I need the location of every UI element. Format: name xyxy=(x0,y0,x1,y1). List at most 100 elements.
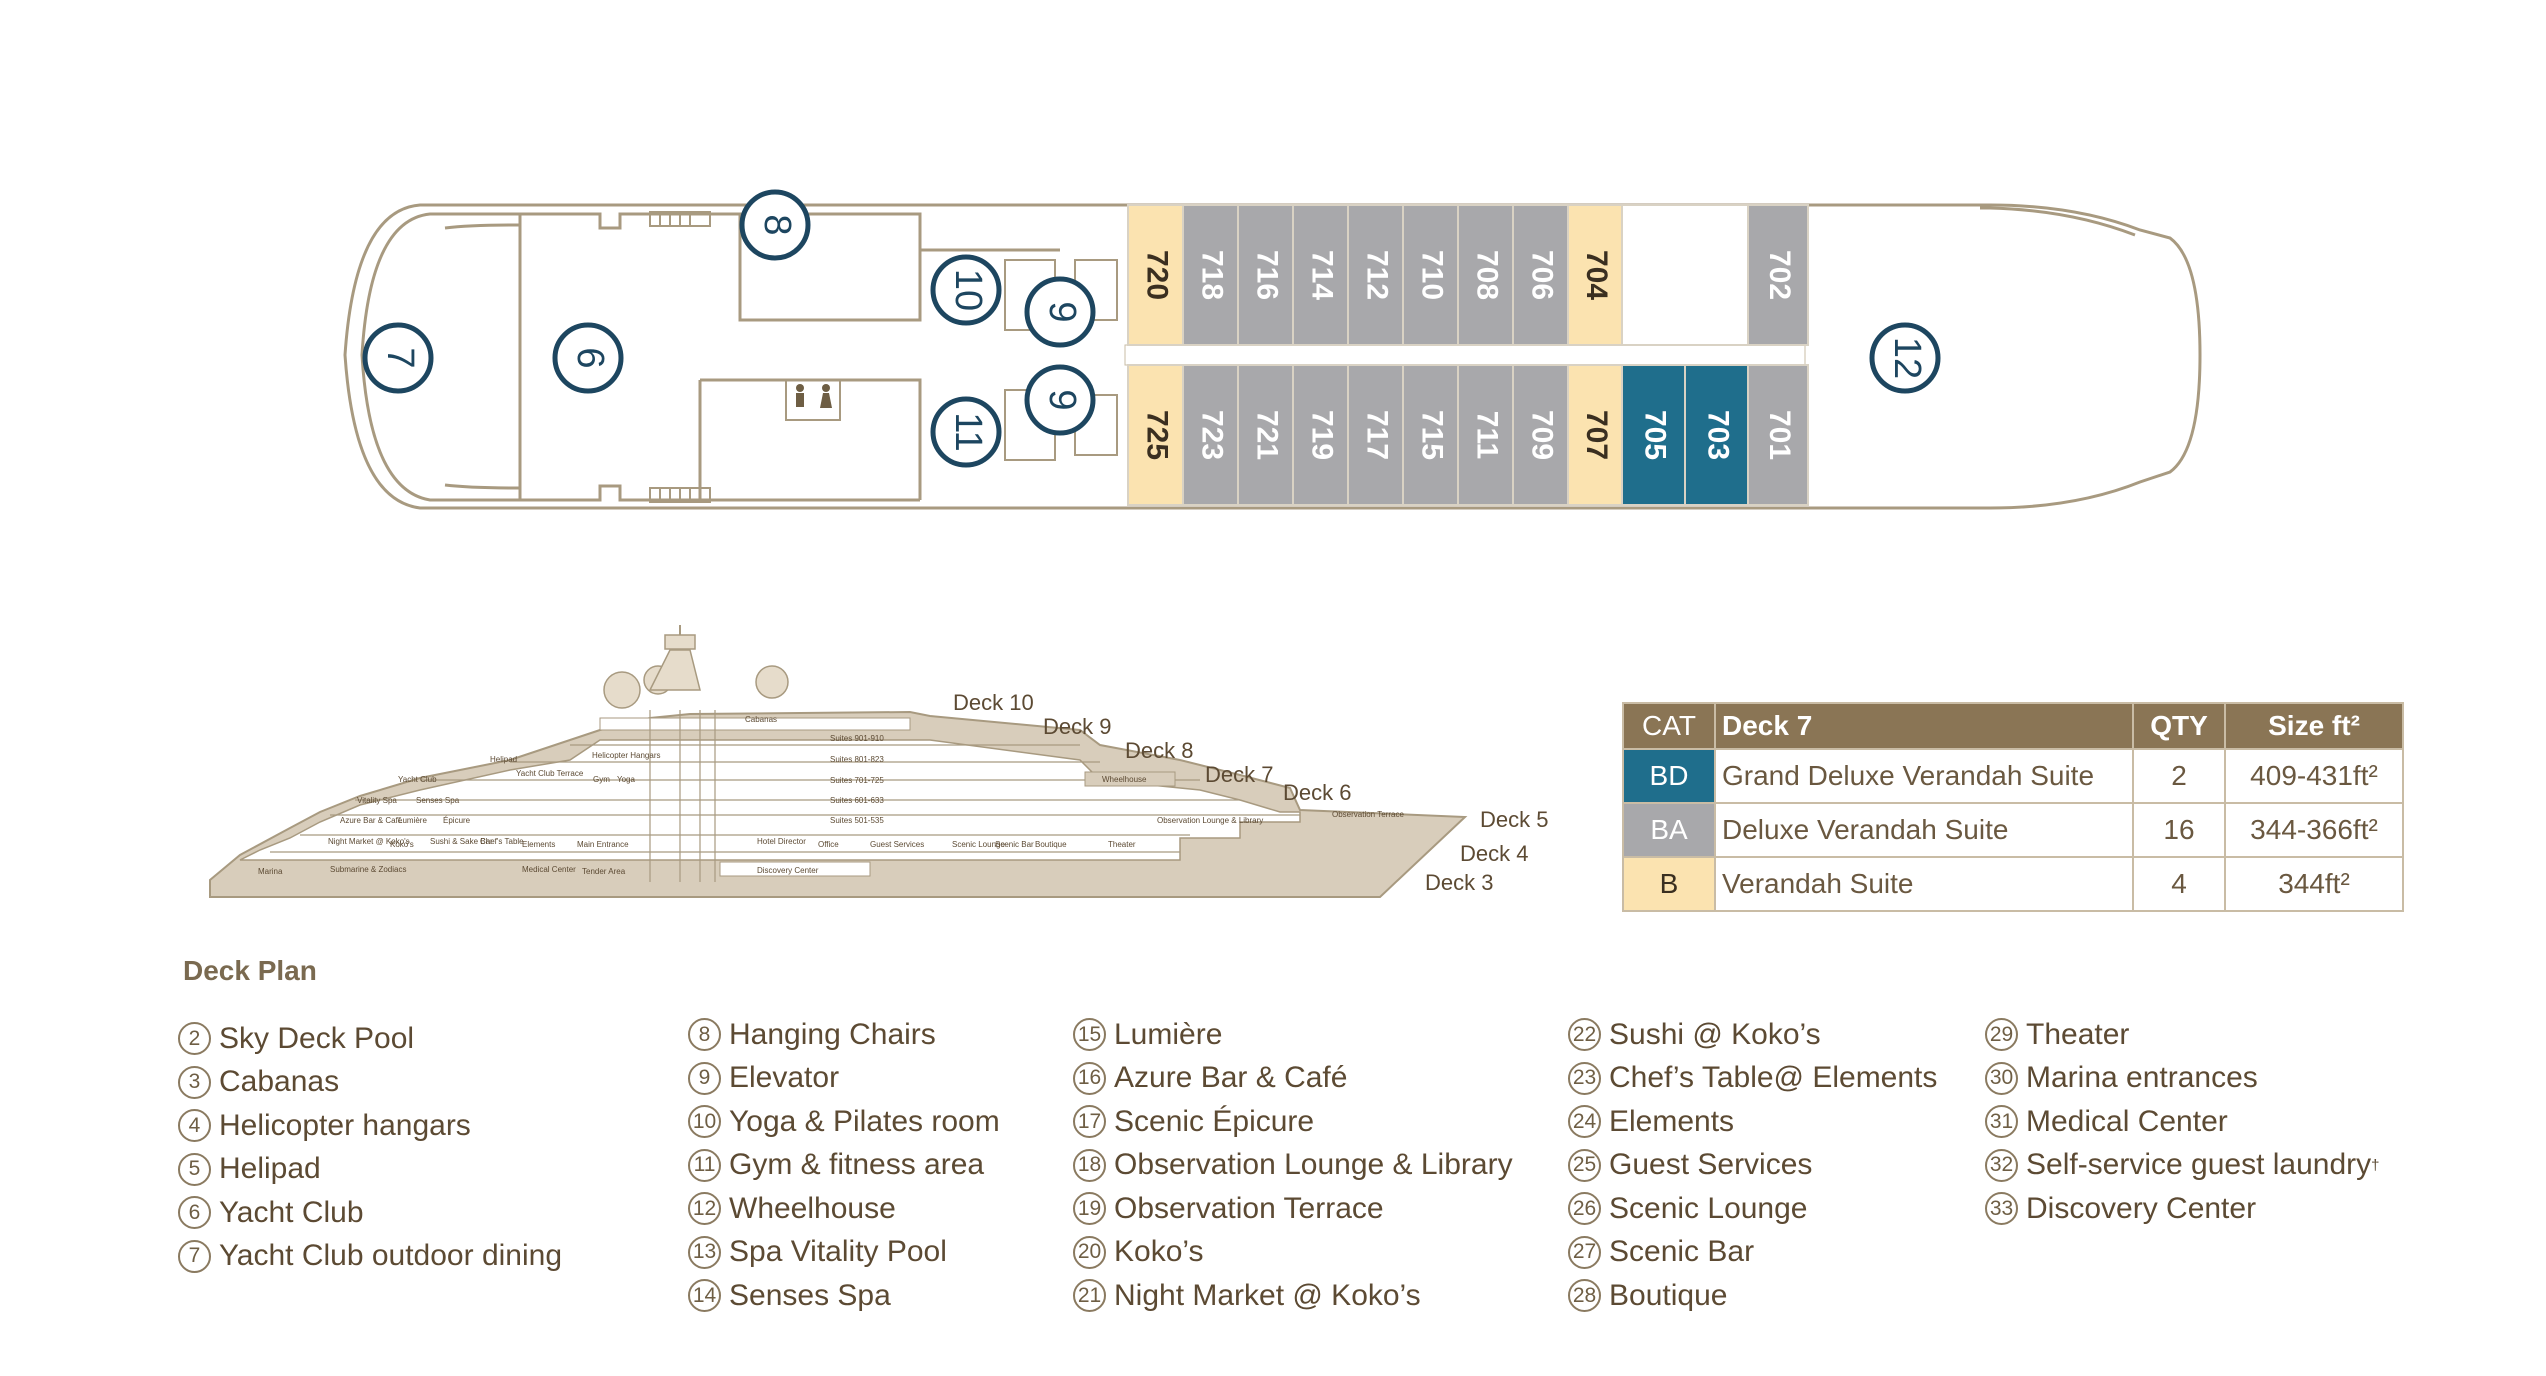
legend-number: 5 xyxy=(178,1152,211,1186)
cabin-720: 720 xyxy=(1127,204,1184,346)
category-name: Verandah Suite xyxy=(1714,856,2134,912)
deck-label: Deck 7 xyxy=(1205,762,1273,787)
legend-label: Self-service guest laundry xyxy=(2026,1148,2372,1182)
legend-label: Helicopter hangars xyxy=(219,1108,471,1142)
cabin-719: 719 xyxy=(1292,364,1349,506)
legend-label: Azure Bar & Café xyxy=(1114,1061,1348,1095)
header-qty: QTY xyxy=(2132,702,2226,750)
profile-room-labels: Cabanas Helipad Helicopter Hangars Suite… xyxy=(258,715,1404,876)
legend-label: Lumière xyxy=(1114,1017,1223,1051)
scenic-lounge-label: Scenic Lounge xyxy=(952,840,1005,849)
legend-number: 21 xyxy=(1073,1279,1106,1313)
cabin-707: 707 xyxy=(1567,364,1623,506)
office-label: Office xyxy=(818,840,839,849)
cabin-number: 720 xyxy=(1141,250,1174,300)
deck-label: Deck 6 xyxy=(1283,780,1351,805)
legend-label: Sky Deck Pool xyxy=(219,1021,415,1055)
legend-number: 32 xyxy=(1985,1148,2018,1182)
cabin-721: 721 xyxy=(1237,364,1294,506)
helipad-label: Helipad xyxy=(490,755,517,764)
legend-label: Boutique xyxy=(1609,1278,1728,1312)
stair-symbols xyxy=(649,211,1118,503)
category-name: Grand Deluxe Verandah Suite xyxy=(1714,748,2134,804)
epicure-label: Épicure xyxy=(443,816,471,825)
sushi-label: Sushi & Sake Bar xyxy=(430,837,493,846)
legend-number: 26 xyxy=(1568,1192,1601,1226)
deck-label: Deck 9 xyxy=(1043,714,1111,739)
cabin-number: 721 xyxy=(1251,410,1284,460)
legend-footnote-mark: † xyxy=(2371,1156,2380,1174)
category-code: BD xyxy=(1622,748,1716,804)
suites5-label: Suites 501-535 xyxy=(830,816,884,825)
cabin-number: 715 xyxy=(1416,410,1449,460)
suites6-label: Suites 601-633 xyxy=(830,796,884,805)
cabin-number: 704 xyxy=(1580,250,1613,300)
submarine-label: Submarine & Zodiacs xyxy=(330,865,406,874)
deck-label: Deck 4 xyxy=(1460,841,1528,866)
legend-number: 20 xyxy=(1073,1235,1106,1269)
cabin-706: 706 xyxy=(1512,204,1569,346)
legend-label: Yacht Club outdoor dining xyxy=(219,1239,563,1273)
legend-number: 6 xyxy=(178,1196,211,1230)
svg-text:6: 6 xyxy=(569,347,611,368)
obs-terrace-label: Observation Terrace xyxy=(1332,810,1404,819)
cabin-718: 718 xyxy=(1182,204,1239,346)
suites8-label: Suites 801-823 xyxy=(830,755,884,764)
suites9-label: Suites 901-910 xyxy=(830,734,884,743)
marker-10: 10 xyxy=(930,254,1002,326)
legend-label: Scenic Lounge xyxy=(1609,1191,1808,1225)
deck-label: Deck 3 xyxy=(1425,870,1493,895)
cabin-702: 702 xyxy=(1747,204,1809,346)
cabin-number: 703 xyxy=(1702,410,1735,460)
guest-services-label: Guest Services xyxy=(870,840,924,849)
legend-label: Spa Vitality Pool xyxy=(729,1235,947,1269)
legend-label: Observation Lounge & Library xyxy=(1114,1148,1513,1182)
cabin-709: 709 xyxy=(1512,364,1569,506)
legend-number: 8 xyxy=(688,1018,721,1052)
scenic-bar-label: Scenic Bar xyxy=(995,840,1034,849)
deck-label: Deck 8 xyxy=(1125,738,1193,763)
cabin-number: 716 xyxy=(1251,250,1284,300)
cabin-715: 715 xyxy=(1402,364,1459,506)
svg-text:9: 9 xyxy=(1041,389,1083,410)
legend-number: 24 xyxy=(1568,1105,1601,1139)
cabin-710: 710 xyxy=(1402,204,1459,346)
cabin-725: 725 xyxy=(1127,364,1184,506)
medical-label: Medical Center xyxy=(522,865,576,874)
legend-number: 7 xyxy=(178,1239,211,1273)
category-qty: 4 xyxy=(2132,856,2226,912)
cabin-704: 704 xyxy=(1567,204,1623,346)
cabin-717: 717 xyxy=(1347,364,1404,506)
legend-label: Yacht Club xyxy=(219,1195,364,1229)
marker-7: 7 xyxy=(362,322,434,394)
legend-label: Guest Services xyxy=(1609,1148,1813,1182)
category-code: B xyxy=(1622,856,1716,912)
legend-number: 16 xyxy=(1073,1061,1106,1095)
legend-number: 2 xyxy=(178,1022,211,1056)
legend-number: 30 xyxy=(1985,1061,2018,1095)
discovery-label: Discovery Center xyxy=(757,866,819,875)
